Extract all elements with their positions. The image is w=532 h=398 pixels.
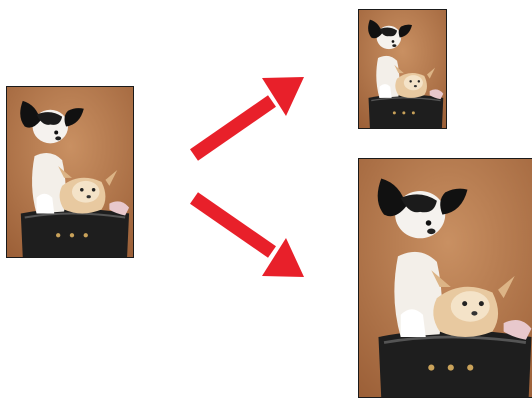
arrow-up-right-icon (194, 77, 304, 155)
enlarged-photo (358, 158, 532, 398)
original-photo (6, 86, 134, 258)
chihuahua-photo-icon (359, 159, 532, 397)
chihuahua-photo-icon (7, 87, 133, 257)
arrow-down-right-icon (194, 198, 304, 277)
chihuahua-photo-icon (359, 10, 446, 128)
reduced-photo (358, 9, 447, 129)
